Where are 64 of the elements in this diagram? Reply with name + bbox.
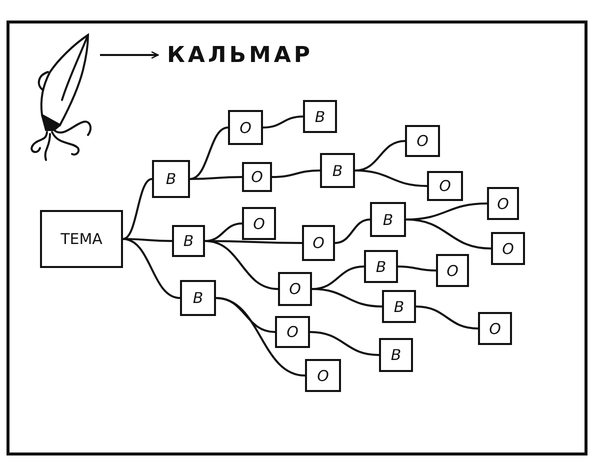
idea-box bbox=[382, 290, 416, 323]
idea-box bbox=[303, 100, 337, 133]
node-label: В bbox=[314, 108, 326, 126]
node-label: О bbox=[253, 214, 265, 232]
idea-box bbox=[172, 225, 205, 257]
node-label: О bbox=[251, 168, 263, 186]
node-label: О bbox=[446, 262, 458, 280]
idea-box bbox=[427, 171, 463, 201]
connector-line bbox=[122, 238, 180, 299]
idea-box bbox=[478, 312, 512, 345]
idea-box bbox=[302, 225, 335, 261]
connector-line bbox=[204, 240, 278, 290]
connector-line bbox=[416, 306, 478, 330]
node-label: О bbox=[439, 177, 451, 195]
connector-line bbox=[190, 176, 242, 180]
idea-box bbox=[180, 280, 216, 316]
connector-line bbox=[123, 238, 172, 242]
idea-box bbox=[305, 359, 341, 392]
idea-box bbox=[278, 272, 312, 306]
idea-box bbox=[152, 160, 190, 198]
node-label: ТЕМА bbox=[60, 230, 102, 248]
node-label: О bbox=[502, 240, 514, 258]
node-label: В bbox=[376, 258, 386, 276]
node-label: О bbox=[240, 118, 252, 136]
idea-box bbox=[405, 125, 440, 157]
connector-line bbox=[216, 297, 306, 376]
node-label: В bbox=[183, 232, 194, 250]
connector-line bbox=[310, 331, 380, 356]
connector-line bbox=[272, 170, 320, 178]
idea-box bbox=[436, 254, 469, 287]
node-label: О bbox=[312, 234, 324, 252]
connector-line bbox=[262, 116, 304, 128]
idea-box bbox=[228, 110, 263, 145]
node-label: О bbox=[489, 320, 501, 338]
node-label: О bbox=[497, 194, 509, 212]
connector-line bbox=[398, 266, 436, 272]
node-label: В bbox=[192, 289, 204, 307]
idea-box bbox=[379, 338, 413, 372]
connector-line bbox=[354, 170, 428, 187]
node-label: О bbox=[289, 280, 301, 298]
node-label: О bbox=[286, 323, 298, 341]
idea-box bbox=[487, 187, 519, 220]
idea-box bbox=[370, 202, 406, 237]
connector-line bbox=[312, 288, 382, 308]
node-label: О bbox=[317, 366, 329, 384]
node-label: В bbox=[390, 346, 402, 364]
node-label: В bbox=[332, 162, 343, 180]
connector-line bbox=[122, 178, 152, 240]
node-label: КАЛЬМАР bbox=[166, 42, 314, 68]
connector-line bbox=[406, 218, 492, 250]
node-label: В bbox=[394, 298, 404, 316]
idea-box bbox=[320, 153, 355, 188]
idea-box bbox=[242, 162, 272, 192]
arrow bbox=[100, 51, 159, 59]
idea-box bbox=[364, 250, 398, 283]
topic-box bbox=[40, 210, 123, 268]
idea-box bbox=[242, 207, 276, 240]
idea-box bbox=[275, 316, 310, 348]
node-label: В bbox=[166, 170, 176, 188]
node-label: В bbox=[382, 210, 394, 228]
connector-line bbox=[190, 126, 228, 180]
idea-box bbox=[491, 232, 525, 265]
node-label: О bbox=[416, 132, 428, 150]
connector-line bbox=[334, 218, 370, 244]
